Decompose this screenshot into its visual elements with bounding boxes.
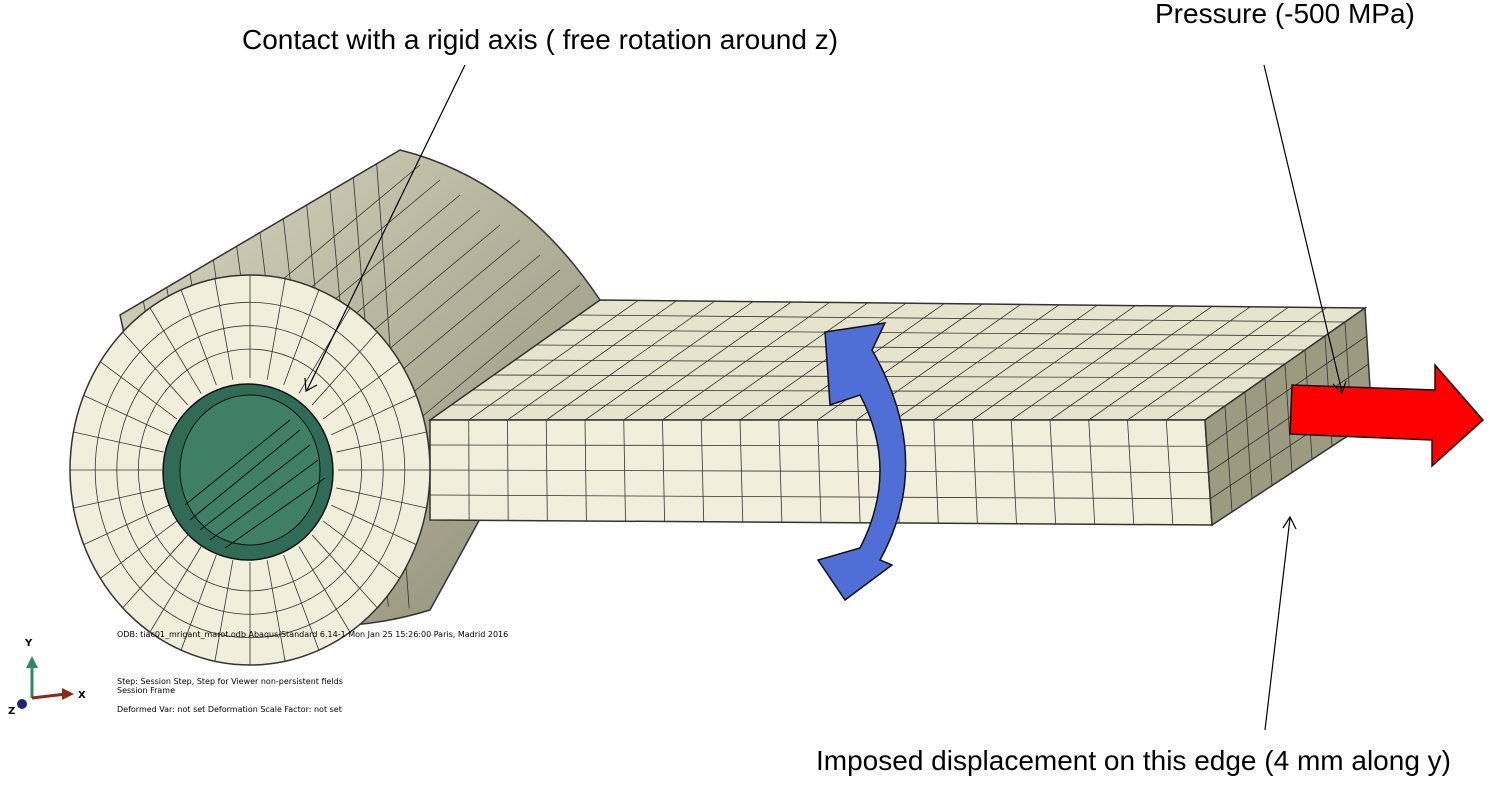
info-frame: Session Frame xyxy=(117,686,175,695)
mesh-line xyxy=(214,278,234,380)
mesh-line xyxy=(336,431,427,453)
mesh-line xyxy=(331,395,417,436)
callout-displacement: Imposed displacement on this edge (4 mm … xyxy=(816,745,1451,776)
mesh-line xyxy=(336,487,427,509)
mesh-line xyxy=(331,504,417,545)
mesh-line xyxy=(180,289,217,386)
mesh-line xyxy=(399,284,581,436)
mesh-line xyxy=(180,554,217,651)
rotation-arrow xyxy=(816,322,907,602)
mesh-line xyxy=(266,278,286,380)
triad-y-label: Y xyxy=(24,638,33,649)
mesh-line xyxy=(1206,335,1367,447)
mesh-line xyxy=(429,444,1207,447)
mesh-line xyxy=(214,560,234,662)
mesh-line xyxy=(73,431,164,453)
axis-triad: Y X Z xyxy=(8,638,86,717)
pressure-arrow xyxy=(1289,363,1485,468)
mesh-line xyxy=(283,289,320,386)
mesh-line xyxy=(578,314,1346,323)
mesh-line xyxy=(83,504,169,545)
mesh-line xyxy=(429,469,1209,473)
mesh-line xyxy=(536,344,1306,351)
info-deformed: Deformed Var: not set Deformation Scale … xyxy=(117,705,342,714)
mesh-line xyxy=(429,494,1211,500)
rigid-axis xyxy=(162,383,334,561)
mesh-line xyxy=(73,487,164,509)
plate-arm xyxy=(427,299,1373,527)
mesh-line xyxy=(83,395,169,436)
leader-lines xyxy=(304,64,1347,731)
info-step: Step: Session Step, Step for Viewer non-… xyxy=(117,677,343,686)
info-odb: ODB: tiac01_mrigant_marot.odb Abaqus/Sta… xyxy=(117,630,509,639)
mesh-line xyxy=(1208,363,1369,473)
mesh-line xyxy=(451,404,1226,407)
triad-z-label: Z xyxy=(8,706,15,717)
mesh-ring xyxy=(116,325,384,615)
mesh-line xyxy=(557,329,1326,337)
callout-contact: Contact with a rigid axis ( free rotatio… xyxy=(242,24,839,55)
callout-pressure: Pressure (-500 MPa) xyxy=(1155,0,1415,29)
mesh-line xyxy=(266,560,286,662)
triad-x-label: X xyxy=(78,690,86,701)
mesh-ring xyxy=(137,348,362,592)
mesh-line xyxy=(514,359,1286,365)
mesh-line xyxy=(283,554,320,651)
mesh-ring xyxy=(94,301,406,639)
